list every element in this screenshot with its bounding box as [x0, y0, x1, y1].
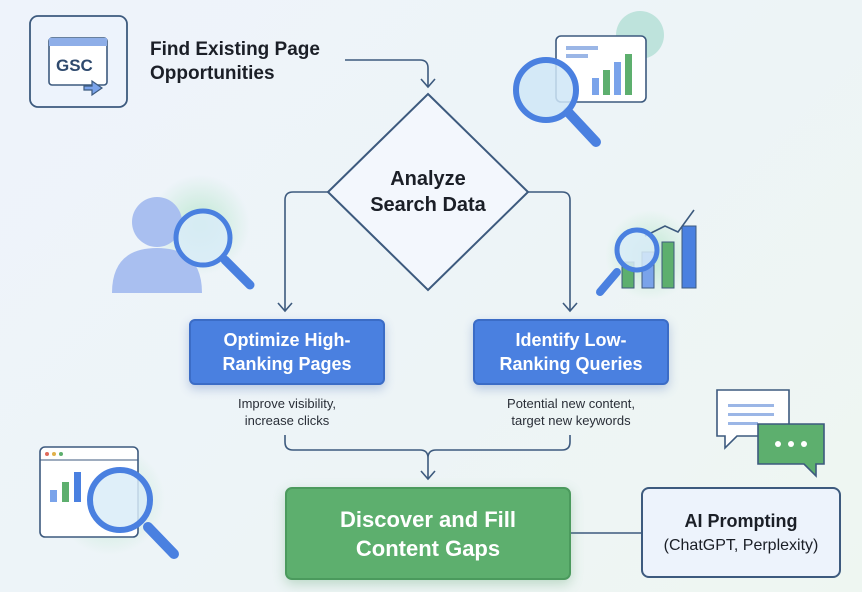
arrow-right-branch: [528, 191, 571, 310]
box-line: Optimize High-: [223, 330, 351, 350]
caption-line: target new keywords: [511, 413, 631, 428]
growth-chart-magnifier-icon: [596, 209, 697, 300]
identify-caption: Potential new content, target new keyword…: [473, 395, 669, 429]
gsc-icon: [29, 15, 128, 108]
optimize-caption: Improve visibility, increase clicks: [189, 395, 385, 429]
gsc-label: GSC: [56, 56, 93, 75]
box-line: Ranking Queries: [499, 354, 643, 374]
ai-subtitle: (ChatGPT, Perplexity): [663, 536, 819, 554]
chart-magnifier-icon: [513, 11, 664, 147]
title-line-1: Find Existing Page: [150, 39, 320, 60]
identify-low-ranking-box: Identify Low- Ranking Queries: [473, 319, 669, 385]
arrow-left-branch: [284, 191, 328, 310]
decision-line-2: Search Data: [370, 194, 486, 216]
chat-bubbles-icon: [716, 389, 825, 478]
outcome-line-2: Content Gaps: [355, 535, 501, 561]
user-search-icon: [112, 175, 255, 293]
optimize-high-ranking-box: Optimize High- Ranking Pages: [189, 319, 385, 385]
merge-connector: [284, 435, 571, 478]
browser-search-icon: [39, 445, 179, 559]
decision-line-1: Analyze: [390, 168, 466, 190]
ai-prompting-box: AI Prompting (ChatGPT, Perplexity): [641, 487, 841, 578]
decision-label: Analyze Search Data: [348, 166, 508, 218]
caption-line: Potential new content,: [507, 396, 635, 411]
ai-title: AI Prompting: [684, 510, 798, 531]
decision-diamond: [326, 92, 530, 292]
arrow-to-diamond: [345, 59, 429, 86]
caption-line: Improve visibility,: [237, 396, 336, 411]
page-title: Find Existing Page Opportunities: [150, 38, 320, 86]
caption-line: increase clicks: [244, 413, 330, 428]
box-line: Ranking Pages: [222, 354, 352, 374]
box-line: Identify Low-: [515, 330, 627, 350]
outcome-line-1: Discover and Fill: [339, 506, 517, 532]
title-line-2: Opportunities: [150, 63, 275, 84]
